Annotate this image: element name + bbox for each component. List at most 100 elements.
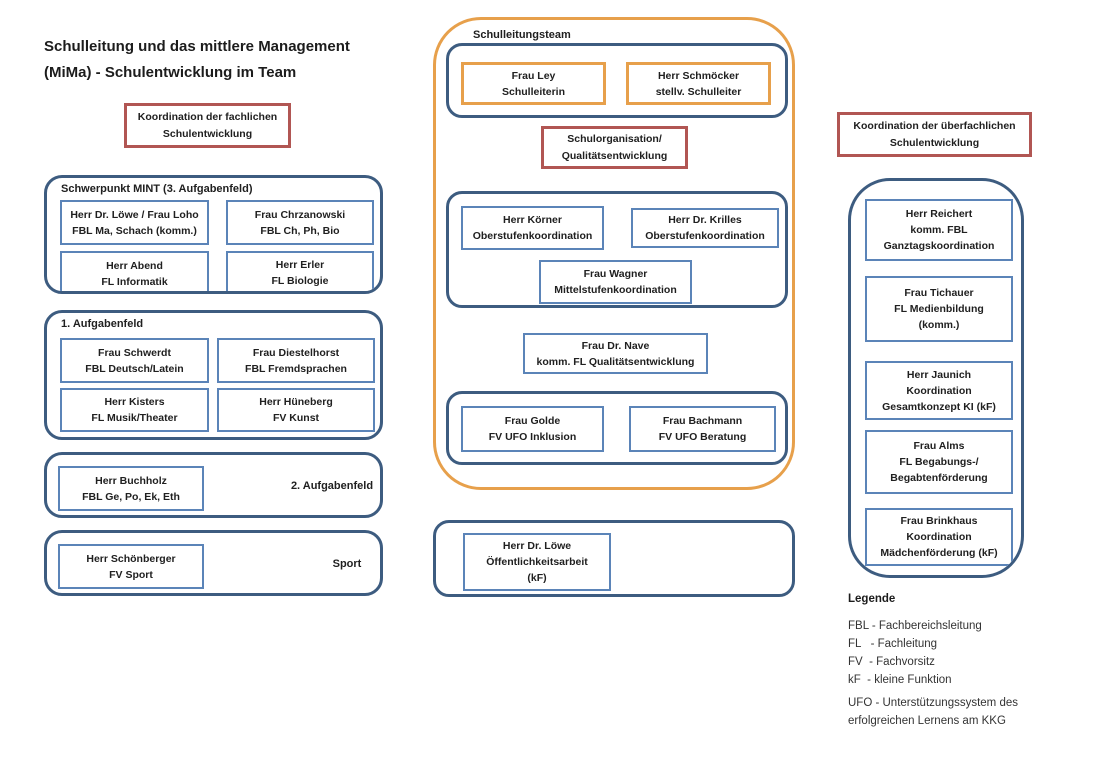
person-box-jaunich: Herr Jaunich Koordination Gesamtkonzept … [865, 361, 1013, 420]
person-box-wagner: Frau Wagner Mittelstufenkoordination [539, 260, 692, 304]
group-mint: Schwerpunkt MINT (3. Aufgabenfeld) Herr … [44, 175, 383, 294]
person-name: Herr Schmöcker [657, 69, 740, 82]
schulleitungsteam-label: Schulleitungsteam [473, 29, 571, 41]
person-name: Frau Diestelhorst [252, 346, 340, 359]
center-header-line2: Qualitätsentwicklung [561, 149, 668, 162]
person-box-alms: Frau Alms FL Begabungs-/ Begabtenförderu… [865, 430, 1013, 494]
person-name: Herr Erler [275, 259, 325, 271]
person-role: FL Informatik [101, 276, 168, 288]
person-role: Oberstufenkoordination [645, 230, 765, 242]
person-role: FBL Ch, Ph, Bio [260, 224, 340, 237]
page-title-line1: Schulleitung und das mittlere Management [44, 38, 350, 55]
person-box-loewe-pr: Herr Dr. Löwe Öffentlichkeitsarbeit (kF) [463, 533, 611, 591]
right-group: Herr Reichert komm. FBL Ganztagskoordina… [848, 178, 1024, 578]
person-name: Herr Schönberger [86, 552, 176, 565]
person-name: Herr Reichert [905, 208, 973, 220]
person-role: FV UFO Beratung [658, 431, 747, 443]
legend-note-line1: UFO - Unterstützungssystem des [848, 697, 1018, 709]
person-name: Frau Golde [504, 415, 561, 427]
person-name: Herr Körner [503, 214, 562, 226]
page-title-line2: (MiMa) - Schulentwicklung im Team [44, 64, 297, 81]
legend-items: FBL - Fachbereichsleitung FL - Fachleitu… [848, 617, 982, 689]
person-box-erler: Herr Erler FL Biologie [226, 251, 374, 291]
legend-item-fl: FL - Fachleitung [848, 638, 938, 650]
group-aufgabenfeld-2: Herr Buchholz FBL Ge, Po, Ek, Eth 2. Auf… [44, 452, 383, 518]
group-aufgabenfeld-2-label: 2. Aufgabenfeld [290, 480, 374, 492]
person-role: komm. FBL [910, 224, 968, 236]
person-role: FV UFO Inklusion [488, 431, 577, 443]
person-box-schoenberger: Herr Schönberger FV Sport [58, 544, 204, 589]
legend-title: Legende [848, 593, 896, 605]
person-box-buchholz: Herr Buchholz FBL Ge, Po, Ek, Eth [58, 466, 204, 511]
center-column-header: Schulorganisation/ Qualitätsentwicklung [541, 126, 688, 169]
person-role: Koordination [906, 384, 972, 397]
person-box-schwerdt: Frau Schwerdt FBL Deutsch/Latein [60, 338, 209, 383]
person-name: Frau Chrzanowski [254, 208, 346, 221]
person-role: FV Kunst [272, 412, 320, 424]
person-name: Frau Alms [913, 440, 965, 452]
person-box-kisters: Herr Kisters FL Musik/Theater [60, 388, 209, 432]
person-name: Frau Tichauer [904, 287, 974, 299]
person-role: komm. FL Qualitätsentwicklung [536, 355, 695, 368]
legend-item-kf: kF - kleine Funktion [848, 674, 952, 686]
stufen-group: Herr Körner Oberstufenkoordination Herr … [446, 191, 788, 308]
page-title: Schulleitung und das mittlere Management… [44, 34, 350, 86]
group-sport-label: Sport [332, 558, 362, 570]
right-header-line1: Koordination der überfachlichen [853, 119, 1016, 132]
person-role: FBL Ma, Schach (komm.) [72, 224, 197, 237]
person-role: stellv. Schulleiter [655, 85, 742, 98]
person-box-diestelhorst: Frau Diestelhorst FBL Fremdsprachen [217, 338, 375, 383]
schulleitungsteam-container: Schulleitungsteam Frau Ley Schulleiterin… [433, 17, 795, 490]
person-box-nave: Frau Dr. Nave komm. FL Qualitätsentwickl… [523, 333, 708, 374]
person-name: Frau Schwerdt [98, 346, 171, 359]
group-sport: Herr Schönberger FV Sport Sport [44, 530, 383, 596]
person-name: Herr Kisters [104, 396, 165, 408]
person-box-reichert: Herr Reichert komm. FBL Ganztagskoordina… [865, 199, 1013, 261]
person-box-bachmann: Frau Bachmann FV UFO Beratung [629, 406, 776, 452]
person-role: Schulleiterin [501, 85, 565, 98]
person-name: Herr Jaunich [906, 368, 972, 381]
person-role-note: Ganztagskoordination [883, 240, 995, 252]
leaders-group: Frau Ley Schulleiterin Herr Schmöcker st… [446, 43, 788, 118]
person-box-tichauer: Frau Tichauer FL Medienbildung (komm.) [865, 276, 1013, 342]
person-role: Mittelstufenkoordination [554, 284, 677, 296]
person-box-loewe-loho: Herr Dr. Löwe / Frau Loho FBL Ma, Schach… [60, 200, 209, 245]
person-role: Koordination [906, 531, 972, 543]
person-role: FBL Ge, Po, Ek, Eth [82, 490, 180, 503]
legend-item-fbl: FBL - Fachbereichsleitung [848, 620, 982, 632]
legend-note: UFO - Unterstützungssystem des erfolgrei… [848, 694, 1018, 730]
right-header-line2: Schulentwicklung [889, 136, 980, 149]
person-role: FV Sport [109, 568, 153, 581]
person-box-abend: Herr Abend FL Informatik [60, 251, 209, 291]
person-role: FL Medienbildung [894, 303, 984, 315]
person-role: FBL Deutsch/Latein [85, 362, 184, 375]
group-mint-label: Schwerpunkt MINT (3. Aufgabenfeld) [61, 183, 253, 195]
group-aufgabenfeld-1-label: 1. Aufgabenfeld [61, 318, 144, 330]
person-name: Herr Dr. Löwe / Frau Loho [70, 208, 199, 221]
center-header-line1: Schulorganisation/ [567, 132, 662, 145]
person-name: Herr Dr. Löwe [502, 540, 572, 552]
person-name: Frau Ley [511, 69, 556, 82]
person-role: Öffentlichkeitsarbeit [486, 556, 588, 568]
person-role: FL Musik/Theater [91, 412, 178, 424]
person-box-koerner: Herr Körner Oberstufenkoordination [461, 206, 604, 250]
left-header-line1: Koordination der fachlichen [137, 110, 278, 123]
person-name: Herr Hüneberg [259, 396, 333, 408]
person-name: Frau Brinkhaus [900, 515, 978, 527]
pr-group: Herr Dr. Löwe Öffentlichkeitsarbeit (kF) [433, 520, 795, 597]
person-box-schmoecker: Herr Schmöcker stellv. Schulleiter [626, 62, 771, 105]
person-name: Herr Dr. Krilles [668, 214, 742, 226]
group-aufgabenfeld-1: 1. Aufgabenfeld Frau Schwerdt FBL Deutsc… [44, 310, 383, 440]
person-name: Frau Dr. Nave [581, 339, 650, 352]
person-role: FL Biologie [271, 275, 329, 287]
right-column-header: Koordination der überfachlichen Schulent… [837, 112, 1032, 157]
person-box-brinkhaus: Frau Brinkhaus Koordination Mädchenförde… [865, 508, 1013, 566]
person-box-ley: Frau Ley Schulleiterin [461, 62, 606, 105]
person-role: FL Begabungs-/ [899, 456, 979, 468]
person-role: Oberstufenkoordination [472, 230, 593, 242]
person-name: Frau Wagner [583, 268, 648, 280]
left-header-line2: Schulentwicklung [162, 127, 253, 140]
person-role-note: Gesamtkonzept KI (kF) [882, 400, 996, 413]
person-role-note: Mädchenförderung (kF) [880, 547, 998, 559]
